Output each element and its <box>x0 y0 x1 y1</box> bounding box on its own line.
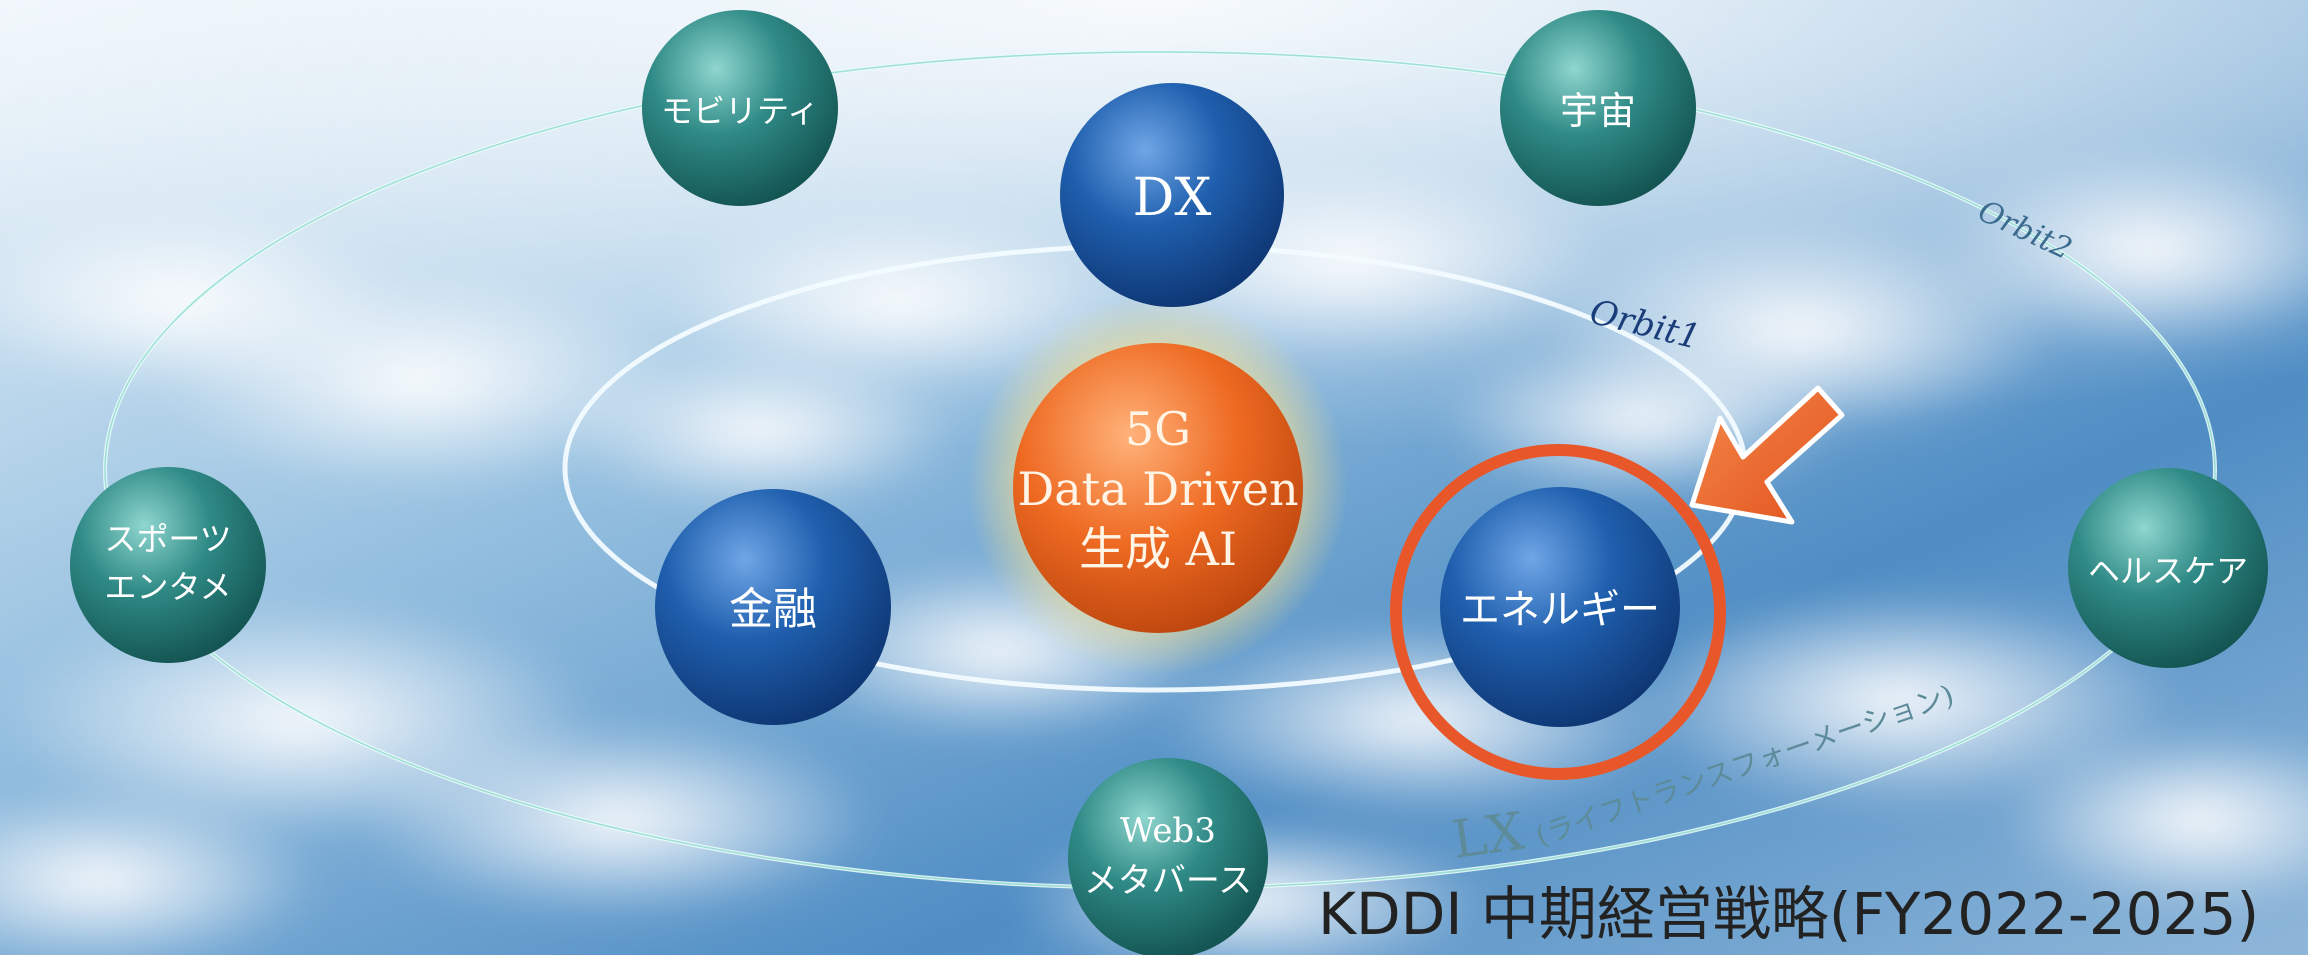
highlight-arrow-icon <box>1689 385 1845 525</box>
node-energy-label: エネルギー <box>1460 587 1660 633</box>
center-line-1: 5G <box>1125 402 1191 456</box>
node-energy: エネルギー <box>1440 487 1680 727</box>
node-finance: 金融 <box>655 489 891 725</box>
node-mobility: モビリティ <box>642 10 838 206</box>
node-health-label: ヘルスケア <box>2088 552 2248 590</box>
cloud-puff <box>0 790 320 955</box>
node-web3-line-2: メタバース <box>1084 861 1252 901</box>
node-space: 宇宙 <box>1500 10 1696 206</box>
node-mobility-label: モビリティ <box>661 92 819 130</box>
highlight-circle <box>1390 444 1726 780</box>
node-sports-line-1: スポーツ <box>104 520 231 558</box>
center-sphere <box>1013 343 1303 633</box>
node-space-label: 宇宙 <box>1560 89 1636 133</box>
cloud-puff <box>360 720 880 920</box>
lx-label: LX <box>1448 801 1527 870</box>
node-finance-label: 金融 <box>729 584 817 635</box>
cloud-puff <box>2000 730 2308 910</box>
node-dx-label: DX <box>1133 168 1212 228</box>
node-health: ヘルスケア <box>2068 468 2268 668</box>
node-web3: Web3 メタバース <box>1068 758 1268 955</box>
node-sports: スポーツ エンタメ <box>70 467 266 663</box>
caption: KDDI 中期経営戦略(FY2022-2025) <box>1318 880 2259 948</box>
center-line-3: 生成 AI <box>1079 522 1237 576</box>
cloud-puff <box>1620 590 2180 810</box>
node-dx: DX <box>1060 83 1284 307</box>
node-web3-line-1: Web3 <box>1120 811 1216 851</box>
node-sports-line-2: エンタメ <box>104 568 231 606</box>
center-line-2: Data Driven <box>1017 462 1298 516</box>
